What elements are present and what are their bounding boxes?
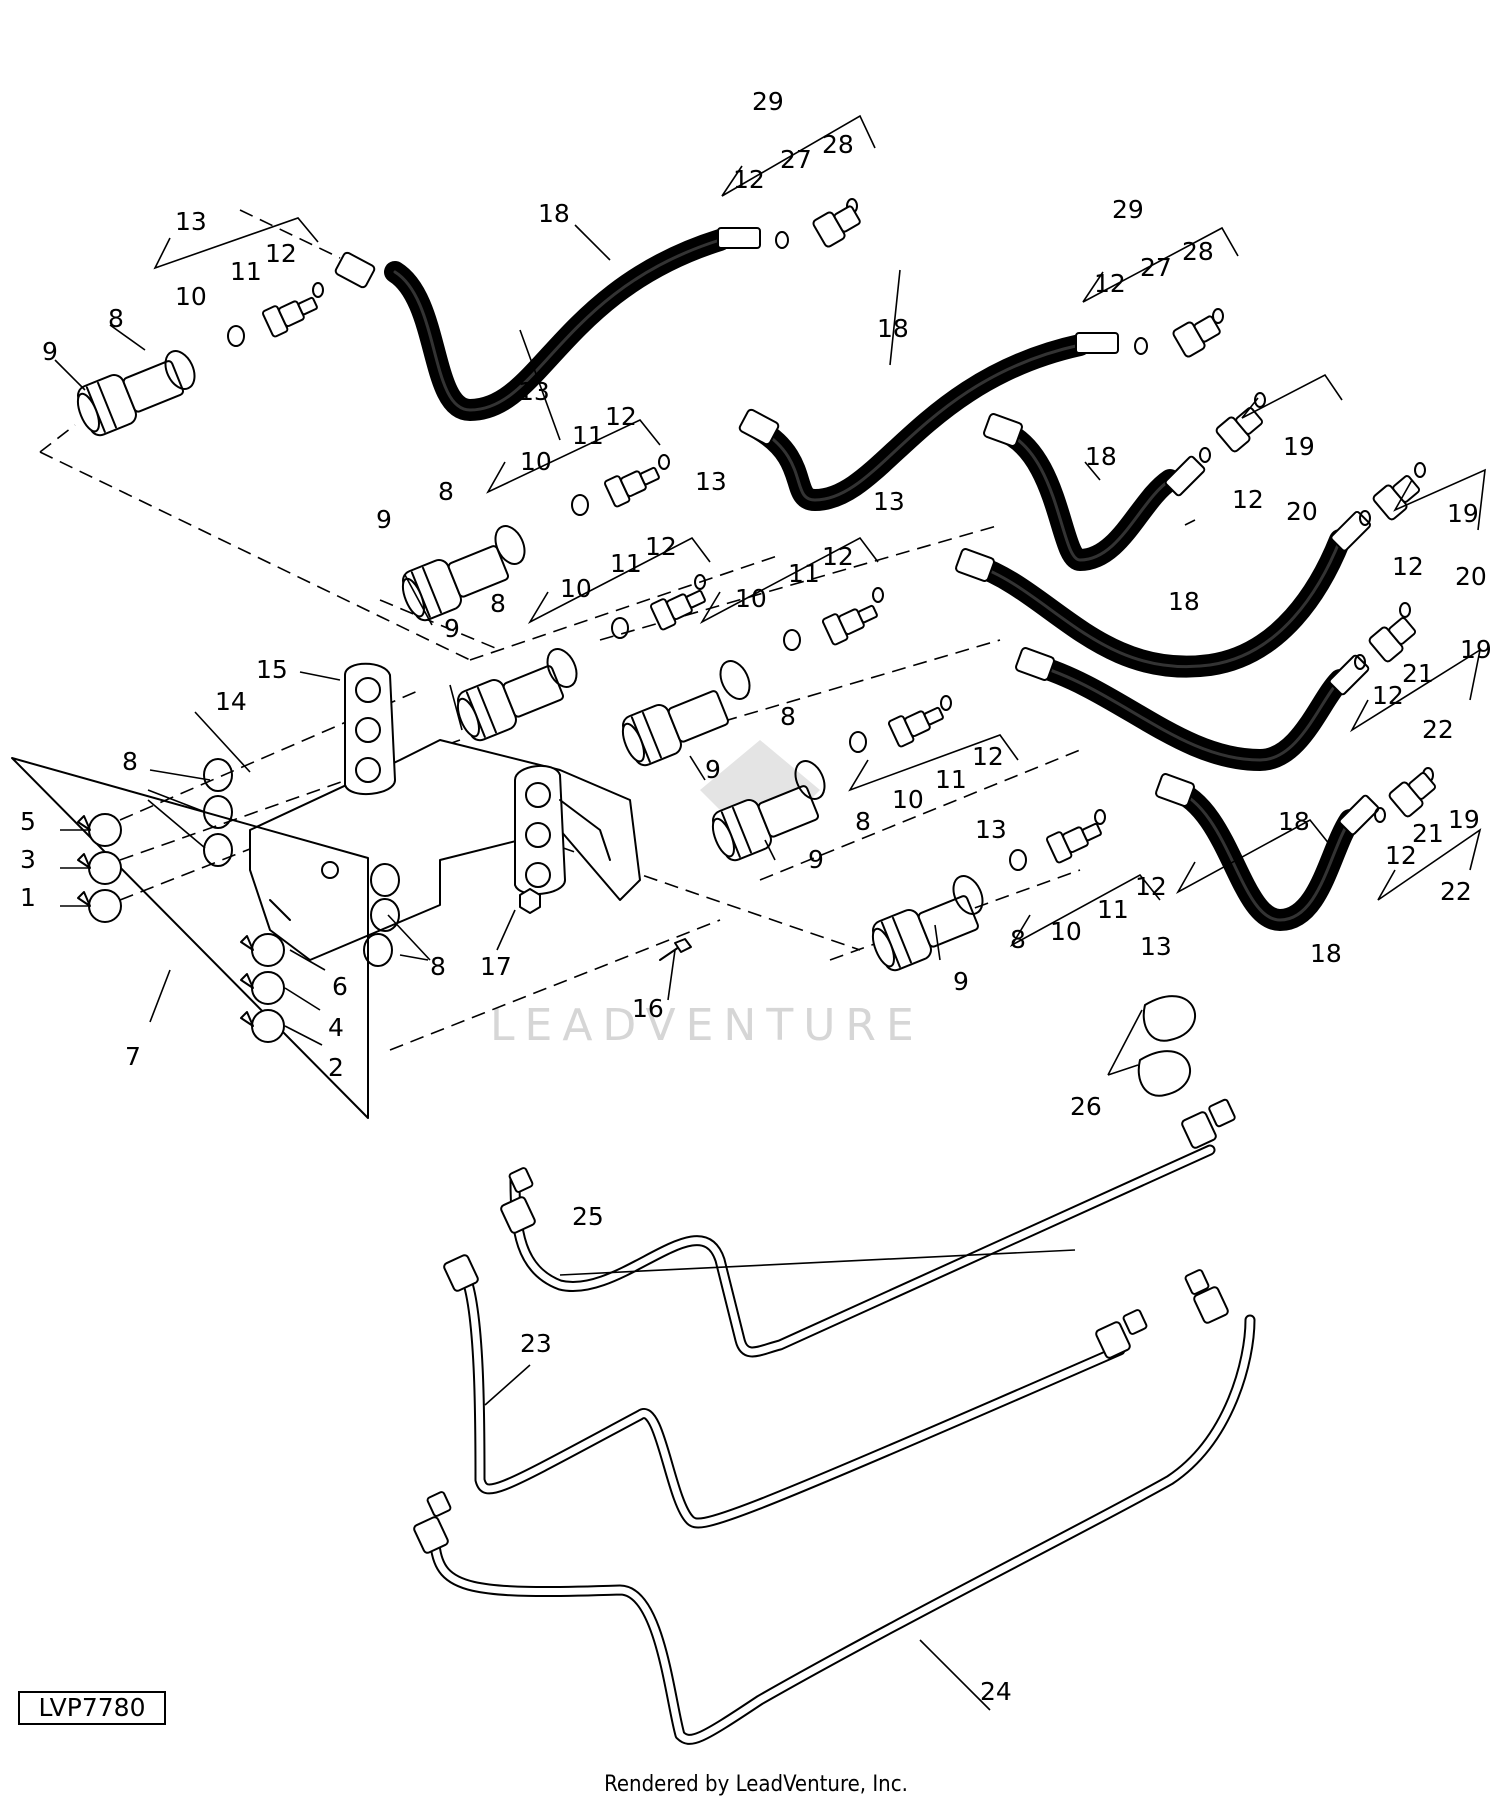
callout-label: 13 bbox=[873, 487, 905, 516]
callout-label: 8 bbox=[108, 304, 124, 333]
callout-label: 11 bbox=[572, 421, 604, 450]
callout-label: 19 bbox=[1447, 499, 1479, 528]
callout-label: 11 bbox=[1097, 895, 1129, 924]
callout-label: 12 bbox=[1135, 872, 1167, 901]
callout-label: 14 bbox=[215, 687, 247, 716]
callout-label: 12 bbox=[733, 165, 765, 194]
callout-label: 15 bbox=[256, 655, 288, 684]
callout-label: 11 bbox=[610, 549, 642, 578]
callout-label: 21 bbox=[1412, 819, 1444, 848]
callout-label: 8 bbox=[1010, 925, 1026, 954]
callout-label: 18 bbox=[1310, 939, 1342, 968]
callout-label: 11 bbox=[935, 765, 967, 794]
callout-label: 28 bbox=[822, 130, 854, 159]
callout-label: 12 bbox=[1372, 681, 1404, 710]
callout-label: 12 bbox=[1232, 485, 1264, 514]
callout-label: 25 bbox=[572, 1202, 604, 1231]
rings bbox=[164, 198, 1434, 915]
callout-label: 9 bbox=[953, 967, 969, 996]
callout-label: 11 bbox=[230, 257, 262, 286]
callout-label: 9 bbox=[808, 845, 824, 874]
callout-label: 20 bbox=[1286, 497, 1318, 526]
callout-label: 4 bbox=[328, 1013, 344, 1042]
callout-label: 10 bbox=[1050, 917, 1082, 946]
callout-label: 17 bbox=[480, 952, 512, 981]
callout-label: 9 bbox=[42, 337, 58, 366]
callout-label: 29 bbox=[1112, 195, 1144, 224]
watermark-text: LEADVENTURE bbox=[490, 1000, 924, 1051]
callout-label: 13 bbox=[175, 207, 207, 236]
hoses bbox=[334, 227, 1380, 931]
render-credit: Rendered by LeadVenture, Inc. bbox=[604, 1772, 908, 1797]
callout-label: 11 bbox=[788, 559, 820, 588]
callout-label: 8 bbox=[780, 702, 796, 731]
callout-labels: 29 12 27 28 18 13 10 11 12 8 9 29 12 27 … bbox=[20, 87, 1492, 1706]
callout-label: 28 bbox=[1182, 237, 1214, 266]
callout-label: 10 bbox=[560, 574, 592, 603]
callout-label: 26 bbox=[1070, 1092, 1102, 1121]
callout-label: 12 bbox=[822, 542, 854, 571]
callout-label: 27 bbox=[780, 145, 812, 174]
callout-label: 8 bbox=[855, 807, 871, 836]
callout-label: 12 bbox=[645, 532, 677, 561]
callout-label: 10 bbox=[735, 584, 767, 613]
couplers bbox=[76, 360, 979, 972]
bracket-assembly bbox=[249, 662, 692, 961]
callout-label: 19 bbox=[1283, 432, 1315, 461]
callout-label: 12 bbox=[1392, 552, 1424, 581]
callout-label: 9 bbox=[705, 755, 721, 784]
watermark: LEADVENTURE bbox=[490, 740, 924, 1051]
callout-label: 7 bbox=[125, 1042, 141, 1071]
callout-label: 22 bbox=[1422, 715, 1454, 744]
dust-cap-kit bbox=[11, 757, 400, 1119]
grouping-brackets bbox=[153, 114, 1486, 948]
callout-label: 8 bbox=[490, 589, 506, 618]
leader-lines bbox=[54, 224, 1196, 1711]
callout-label: 8 bbox=[430, 952, 446, 981]
callout-label: 12 bbox=[265, 239, 297, 268]
callout-label: 9 bbox=[376, 505, 392, 534]
callout-label: 21 bbox=[1402, 659, 1434, 688]
callout-label: 24 bbox=[980, 1677, 1012, 1706]
callout-label: 3 bbox=[20, 845, 36, 874]
callout-label: 10 bbox=[175, 282, 207, 311]
callout-label: 16 bbox=[632, 994, 664, 1023]
callout-label: 1 bbox=[20, 883, 36, 912]
callout-label: 5 bbox=[20, 807, 36, 836]
callout-label: 6 bbox=[332, 972, 348, 1001]
callout-label: 13 bbox=[975, 815, 1007, 844]
callout-label: 18 bbox=[1168, 587, 1200, 616]
callout-label: 13 bbox=[1140, 932, 1172, 961]
steel-tubes bbox=[413, 995, 1256, 1745]
callout-label: 29 bbox=[752, 87, 784, 116]
callout-label: 23 bbox=[520, 1329, 552, 1358]
callout-label: 13 bbox=[518, 377, 550, 406]
callout-label: 27 bbox=[1140, 253, 1172, 282]
callout-label: 20 bbox=[1455, 562, 1487, 591]
callout-label: 2 bbox=[328, 1053, 344, 1082]
callout-label: 18 bbox=[1278, 807, 1310, 836]
callout-label: 12 bbox=[972, 742, 1004, 771]
callout-label: 12 bbox=[1094, 269, 1126, 298]
callout-label: 13 bbox=[695, 467, 727, 496]
callout-label: 18 bbox=[877, 314, 909, 343]
callout-label: 22 bbox=[1440, 877, 1472, 906]
adapters bbox=[261, 205, 1437, 864]
callout-label: 19 bbox=[1460, 635, 1492, 664]
callout-label: 8 bbox=[122, 747, 138, 776]
callout-label: 9 bbox=[444, 614, 460, 643]
callout-label: 18 bbox=[1085, 442, 1117, 471]
callout-label: 19 bbox=[1448, 805, 1480, 834]
callout-label: 12 bbox=[605, 402, 637, 431]
callout-label: 10 bbox=[892, 785, 924, 814]
callout-label: 10 bbox=[520, 447, 552, 476]
callout-label: 18 bbox=[538, 199, 570, 228]
diagram-reference-code: LVP7780 bbox=[18, 1691, 166, 1725]
callout-label: 8 bbox=[438, 477, 454, 506]
callout-label: 12 bbox=[1385, 841, 1417, 870]
